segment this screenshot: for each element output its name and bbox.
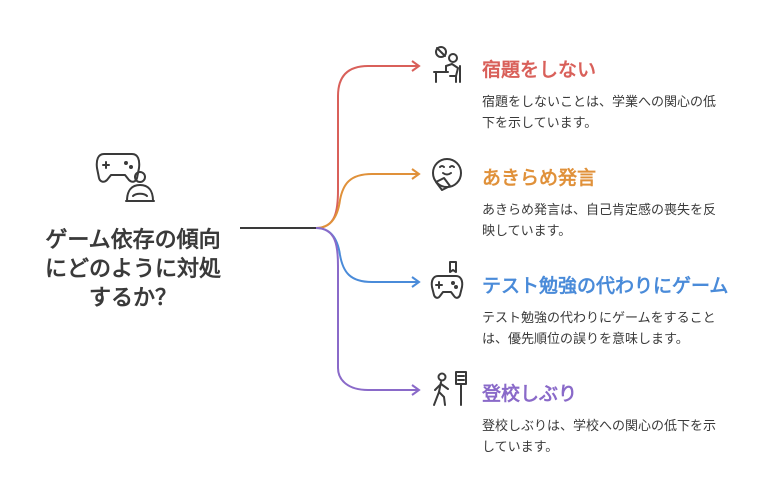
branch-desc-line: あきらめ発言は、自己肯定感の喪失を反 xyxy=(482,203,717,218)
connector-giveup xyxy=(315,173,418,229)
branch-title-school: 登校しぶり xyxy=(482,383,578,405)
branch-desc-line: しています。 xyxy=(482,440,559,455)
branch-desc-game: テスト勉強の代わりにゲームをすること は、優先順位の誤りを意味します。 xyxy=(482,308,770,350)
gamer-person-icon xyxy=(95,153,155,202)
branch-desc-line: は、優先順位の誤りを意味します。 xyxy=(482,332,689,347)
arrowhead-homework xyxy=(411,60,421,72)
central-topic-line: にどのように対処 xyxy=(44,257,221,282)
branch-desc-homework: 宿題をしないことは、学業への関心の低 下を示しています。 xyxy=(482,92,770,134)
connector-homework xyxy=(315,65,418,229)
arrowhead-game xyxy=(411,276,421,288)
branch-desc-line: 映しています。 xyxy=(482,224,572,239)
branch-title-homework: 宿題をしない xyxy=(482,59,597,81)
branch-title-game: テスト勉強の代わりにゲーム xyxy=(482,275,729,297)
connector-game xyxy=(315,227,418,283)
branch-desc-line: 登校しぶりは、学校への関心の低下を示 xyxy=(482,419,717,434)
person-at-desk-icon xyxy=(433,46,461,83)
arrowhead-school xyxy=(411,384,421,396)
branch-desc-line: テスト勉強の代わりにゲームをすること xyxy=(482,311,716,326)
branch-desc-line: 下を示しています。 xyxy=(482,116,598,131)
connector-school xyxy=(315,227,418,391)
branch-desc-giveup: あきらめ発言は、自己肯定感の喪失を反 映しています。 xyxy=(482,200,770,242)
branch-title-giveup: あきらめ発言 xyxy=(482,167,597,189)
branch-desc-school: 登校しぶりは、学校への関心の低下を示 しています。 xyxy=(482,416,770,458)
gamepad-with-book-icon xyxy=(430,261,464,299)
branch-desc-line: 宿題をしないことは、学業への関心の低 xyxy=(482,95,717,110)
central-topic-line: ゲーム依存の傾向 xyxy=(45,228,221,253)
arrowhead-giveup xyxy=(411,168,421,180)
central-topic: ゲーム依存の傾向 にどのように対処 するか？ xyxy=(18,226,248,313)
face-with-book-icon xyxy=(432,158,462,191)
walking-to-school-icon xyxy=(433,371,467,406)
central-topic-line: するか？ xyxy=(88,286,177,311)
